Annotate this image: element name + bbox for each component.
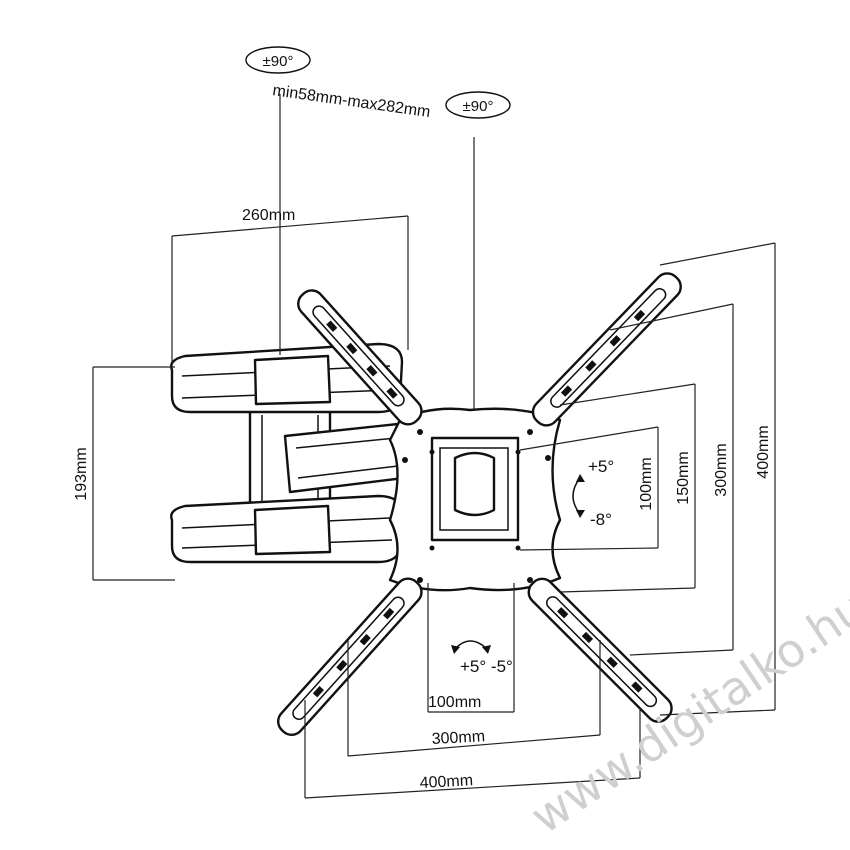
vesa-horizontal-100-label: 100mm xyxy=(428,694,481,711)
swivel-top-label: ±90° xyxy=(263,53,294,70)
rotation-label: +5° -5° xyxy=(460,657,513,676)
arm-width-label: 260mm xyxy=(242,207,295,224)
vesa-horizontal-300-label: 300mm xyxy=(431,728,485,748)
vesa-horizontal-400-label: 400mm xyxy=(419,772,473,792)
wall-plate-height-label: 193mm xyxy=(73,447,90,500)
vesa-vertical-150-label: 150mm xyxy=(675,451,692,504)
dimension-lines xyxy=(92,94,776,799)
vesa-vertical-100-label: 100mm xyxy=(638,457,655,510)
vesa-vertical-400-label: 400mm xyxy=(755,425,772,478)
tilt-arrow-icon xyxy=(572,474,585,518)
swivel-arm-label: ±90° xyxy=(463,98,494,115)
tilt-down-label: -8° xyxy=(590,510,612,529)
swivel-badge-arm: ±90° xyxy=(445,91,511,119)
rotation-arrow-icon xyxy=(451,640,491,654)
vesa-bracket xyxy=(277,272,682,737)
vesa-vertical-300-label: 300mm xyxy=(713,443,730,496)
tilt-up-label: +5° xyxy=(588,457,614,476)
arm-extension-label: min58mm-max282mm xyxy=(271,82,431,121)
swivel-badge-top: ±90° xyxy=(245,46,311,74)
